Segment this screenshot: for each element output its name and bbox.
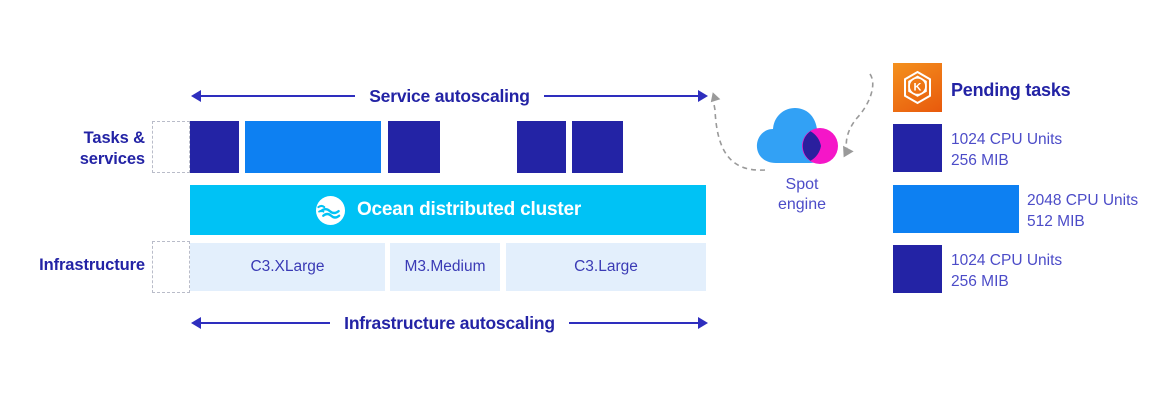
arrow-line-right: [568, 322, 698, 324]
spot-cloud-logo: [756, 108, 838, 164]
ocean-distributed-cluster-bar[interactable]: Ocean distributed cluster: [190, 185, 706, 235]
arrow-head-right-icon: [698, 317, 708, 329]
pending-task-memory: 256 MIB: [951, 151, 1009, 169]
dashed-flow-connectors: [710, 73, 874, 171]
task-block[interactable]: [190, 121, 239, 173]
infrastructure-instance-box[interactable]: C3.Large: [506, 243, 706, 291]
spot-engine-label: Spot engine: [742, 175, 862, 216]
ocean-cluster-label: Ocean distributed cluster: [356, 199, 582, 220]
arrow-head-left-icon: [191, 317, 201, 329]
task-block[interactable]: [245, 121, 381, 173]
infrastructure-instance-label: M3.Medium: [404, 258, 486, 275]
infrastructure-autoscaling-arrow: Infrastructure autoscaling: [191, 312, 708, 334]
kubernetes-hexagon-icon: K: [893, 63, 942, 112]
infrastructure-instance-box[interactable]: M3.Medium: [390, 243, 500, 291]
pending-task-memory: 256 MIB: [951, 272, 1009, 290]
dashed-placeholder-tasks: [152, 121, 190, 173]
svg-text:K: K: [914, 82, 922, 94]
pending-task-cpu: 1024 CPU Units: [951, 252, 1063, 269]
row-label-infrastructure: Infrastructure: [39, 256, 145, 274]
infrastructure-instance-label: C3.XLarge: [250, 258, 325, 275]
row-label-tasks-line1: Tasks &: [83, 129, 145, 147]
pending-task-spec: 1024 CPU Units 256 MIB: [951, 130, 1062, 171]
arrow-line-right: [543, 95, 698, 97]
dashed-placeholder-infrastructure: [152, 241, 190, 293]
infrastructure-instance-label: C3.Large: [574, 258, 638, 275]
task-block[interactable]: [517, 121, 566, 173]
arrow-head-left-icon: [191, 90, 201, 102]
row-label-tasks-line2: services: [79, 149, 145, 168]
spot-engine-label-line1: Spot: [785, 176, 819, 193]
pending-task-spec: 1024 CPU Units 256 MIB: [951, 251, 1062, 292]
infrastructure-autoscaling-label: Infrastructure autoscaling: [344, 312, 555, 333]
arrow-head-right-icon: [698, 90, 708, 102]
row-label-tasks-services: Tasks & services: [10, 128, 145, 169]
pending-task-spec: 2048 CPU Units 512 MIB: [1027, 191, 1138, 232]
pending-task-bar[interactable]: [893, 185, 1019, 233]
service-autoscaling-arrow: Service autoscaling: [191, 85, 708, 107]
infrastructure-instance-box[interactable]: C3.XLarge: [190, 243, 385, 291]
ocean-waves-icon: [315, 195, 345, 225]
pending-task-memory: 512 MIB: [1027, 212, 1085, 230]
service-autoscaling-label: Service autoscaling: [369, 85, 530, 106]
pending-task-cpu: 1024 CPU Units: [951, 131, 1063, 148]
kubernetes-hexagon-glyph: K: [904, 70, 931, 105]
pending-task-bar[interactable]: [893, 124, 942, 172]
pending-tasks-title: Pending tasks: [951, 80, 1071, 100]
spot-engine-label-line2: engine: [777, 196, 827, 214]
task-block[interactable]: [572, 121, 623, 173]
spot-engine-group: Spot engine: [742, 105, 862, 215]
arrow-line-left: [201, 95, 356, 97]
pending-task-bar[interactable]: [893, 245, 942, 293]
pending-task-cpu: 2048 CPU Units: [1027, 192, 1139, 209]
arrow-line-left: [201, 322, 331, 324]
task-block[interactable]: [388, 121, 440, 173]
